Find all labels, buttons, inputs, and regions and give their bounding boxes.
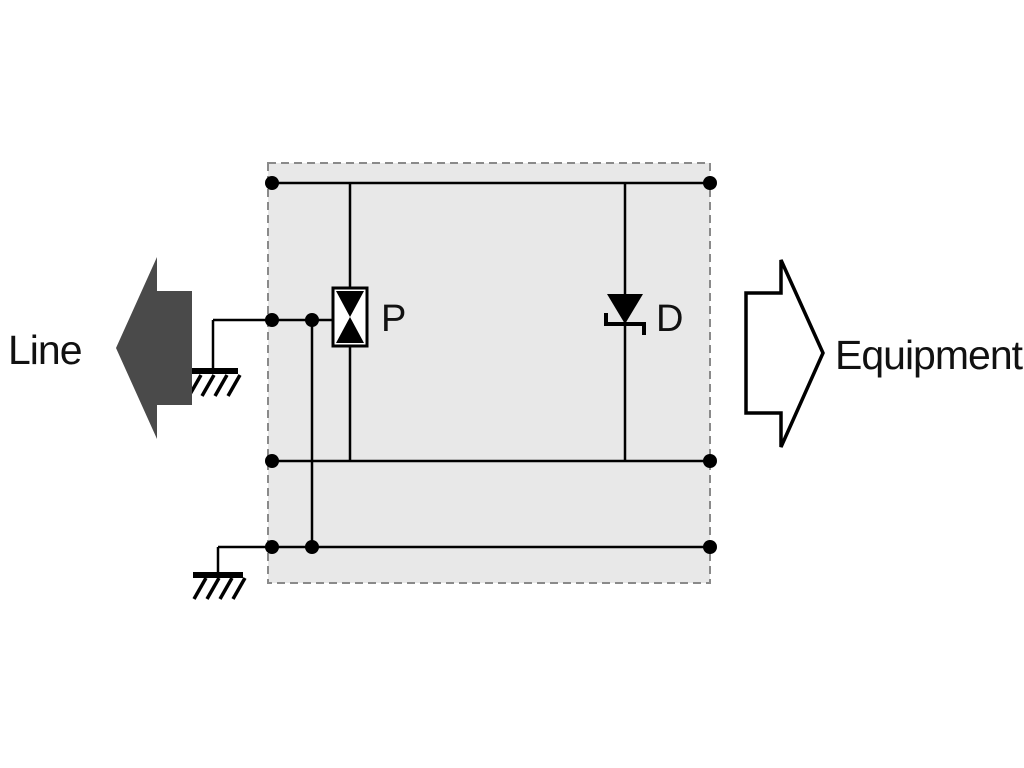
earth-ground-icon [187,368,242,397]
junction-dot [265,454,279,468]
left-block-arrow-icon [116,257,192,439]
earth-ground-icon [192,572,247,600]
zener-diode-icon [604,294,646,335]
junction-dot [703,454,717,468]
junction-dot [703,176,717,190]
junction-dot [265,540,279,554]
bidirectional-arrester-icon [331,286,369,348]
equipment-label: Equipment [835,332,1024,378]
junction-dot [265,313,279,327]
protection-module-box [267,162,711,584]
component-label-d: D [656,298,683,340]
junction-dot [305,313,319,327]
line-label: Line [8,327,82,373]
right-block-arrow-icon [744,259,825,448]
junction-dot [305,540,319,554]
junction-dot [265,176,279,190]
junction-dot [703,540,717,554]
component-label-p: P [381,298,406,340]
